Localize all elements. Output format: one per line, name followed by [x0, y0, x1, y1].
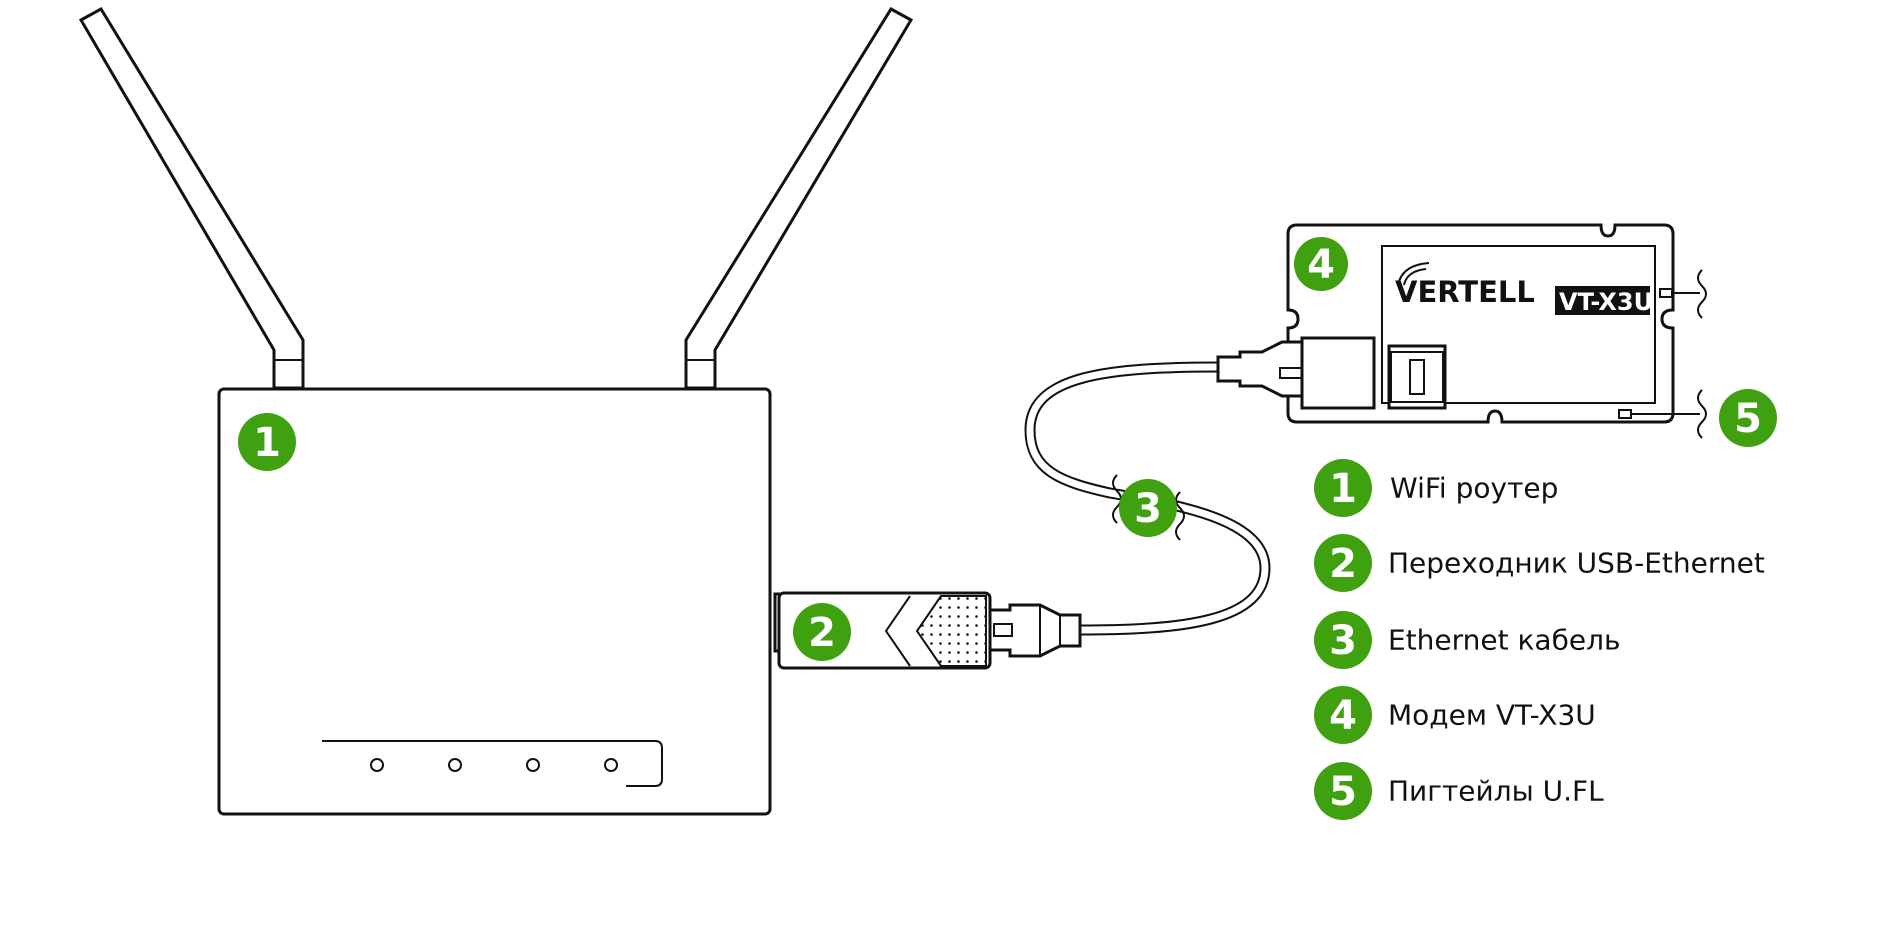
legend-label: Модем VT-X3U	[1388, 699, 1596, 732]
svg-text:5: 5	[1734, 396, 1762, 442]
legend-item: 4 Модем VT-X3U	[1314, 686, 1596, 744]
modem-usb-port	[1387, 344, 1447, 410]
legend-item: 1 WiFi роутер	[1314, 459, 1558, 517]
svg-text:4: 4	[1329, 693, 1357, 739]
router-led	[604, 758, 618, 772]
legend-item: 2 Переходник USB-Ethernet	[1314, 534, 1765, 592]
legend-label: Пигтейлы U.FL	[1388, 775, 1604, 808]
svg-text:4: 4	[1307, 242, 1335, 288]
svg-text:1: 1	[253, 420, 281, 466]
modem-model: VT-X3U	[1559, 288, 1653, 316]
router-antenna-left	[78, 6, 305, 390]
badge-pigtails: 5	[1719, 389, 1777, 447]
legend-item: 3 Ethernet кабель	[1314, 611, 1620, 669]
legend-item: 5 Пигтейлы U.FL	[1314, 762, 1604, 820]
router-led	[526, 758, 540, 772]
legend-label: Переходник USB-Ethernet	[1388, 547, 1765, 580]
wifi-router: 1	[78, 6, 914, 816]
legend: 1 WiFi роутер 2 Переходник USB-Ethernet …	[1314, 459, 1765, 820]
router-led-panel	[322, 740, 663, 787]
modem-vt-x3u: VERTELL VT-X3U 4 5	[1216, 223, 1777, 447]
ethernet-cable: 3	[1024, 361, 1271, 636]
router-body	[217, 387, 772, 816]
modem-board	[1286, 223, 1675, 424]
legend-label: WiFi роутер	[1390, 472, 1558, 505]
usb-ethernet-adapter: 2	[773, 591, 1082, 670]
badge-router: 1	[238, 413, 296, 471]
legend-label: Ethernet кабель	[1388, 624, 1620, 657]
modem-brand: VERTELL	[1395, 275, 1535, 309]
svg-text:2: 2	[808, 610, 836, 656]
rj45-plug-adapter	[988, 603, 1082, 658]
svg-text:3: 3	[1134, 486, 1162, 532]
router-antenna-right	[684, 6, 914, 390]
modem-ethernet-socket	[1300, 336, 1376, 410]
svg-text:2: 2	[1329, 541, 1357, 587]
router-led	[448, 758, 462, 772]
badge-adapter: 2	[793, 603, 851, 661]
svg-text:5: 5	[1329, 769, 1357, 815]
badge-modem: 4	[1294, 237, 1348, 291]
modem-label	[1381, 245, 1656, 404]
router-led	[370, 758, 384, 772]
svg-text:1: 1	[1329, 466, 1357, 512]
badge-cable: 3	[1119, 479, 1177, 537]
modem-model-box	[1555, 286, 1650, 315]
svg-text:3: 3	[1329, 618, 1357, 664]
